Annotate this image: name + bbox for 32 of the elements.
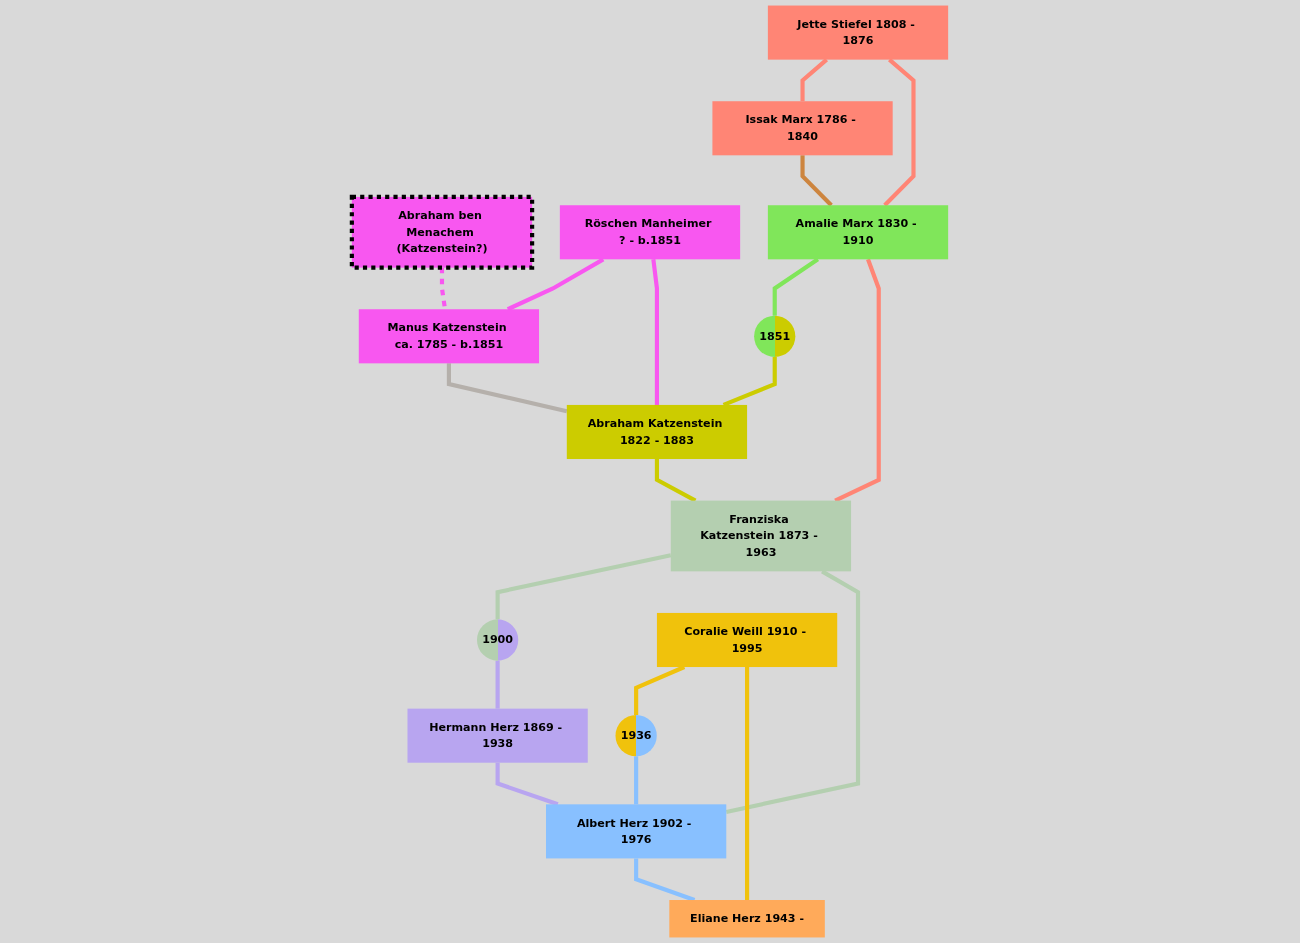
- connector: [745, 667, 750, 900]
- node-box: Hermann Herz 1869 - 1938: [407, 708, 588, 763]
- connector: [495, 553, 672, 620]
- connector: [495, 660, 500, 709]
- connector: [883, 58, 916, 207]
- connector: [800, 58, 829, 102]
- connector: [446, 363, 568, 414]
- node-box: Issak Marx 1786 - 1840: [712, 101, 893, 156]
- node-box: Röschen Manheimer ? - b.1851: [559, 205, 741, 260]
- connector: [800, 155, 833, 207]
- connector: [834, 258, 881, 503]
- connector: [772, 257, 820, 316]
- connector: [495, 762, 559, 807]
- node-box: Eliane Herz 1943 -: [669, 900, 825, 938]
- connector: [506, 257, 605, 312]
- node-circle: 1900: [477, 619, 519, 661]
- connector: [651, 259, 659, 405]
- connector: [725, 569, 861, 814]
- connector: [634, 858, 696, 902]
- node-box: Amalie Marx 1830 - 1910: [767, 205, 949, 260]
- connector: [722, 356, 777, 407]
- connector: [634, 756, 639, 805]
- node-box: Abraham Katzenstein 1822 - 1883: [566, 404, 748, 459]
- connector: [654, 459, 697, 503]
- connector: [634, 665, 686, 716]
- node-box: Franziska Katzenstein 1873 - 1963: [670, 500, 852, 572]
- node-box: Abraham ben Menachem (Katzenstein?): [349, 194, 535, 270]
- node-box: Jette Stiefel 1808 - 1876: [767, 5, 949, 60]
- node-box: Albert Herz 1902 - 1976: [546, 804, 727, 859]
- node-box: Coralie Weill 1910 - 1995: [656, 612, 838, 668]
- node-circle: 1851: [754, 315, 796, 357]
- node-box: Manus Katzenstein ca. 1785 - b.1851: [358, 309, 540, 364]
